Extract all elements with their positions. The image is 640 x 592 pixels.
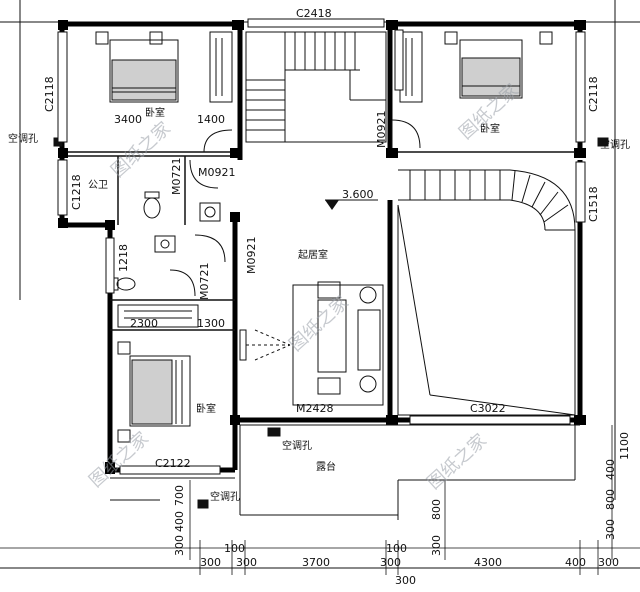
window-label-left-mid: C1218 — [70, 174, 83, 210]
dim-r300: 300 — [604, 519, 617, 540]
room-label-terrace: 露台 — [316, 460, 336, 473]
watermark-5: 图纸之家 — [423, 430, 491, 494]
wall-columns — [58, 20, 586, 474]
terrace-lines — [53, 137, 609, 520]
dim-b300a: 300 — [200, 556, 221, 569]
dim-l700: 700 — [173, 485, 186, 506]
ac-hole-label-bottom: 空调孔 — [210, 490, 240, 503]
dim-l300: 300 — [173, 535, 186, 556]
stair-curved — [397, 169, 576, 416]
window-marks — [57, 18, 586, 475]
dim-b400: 400 — [565, 556, 586, 569]
door-label-5: M0721 — [198, 263, 211, 301]
dim-l400: 400 — [173, 511, 186, 532]
stair-top — [245, 31, 387, 143]
dimension-lines — [0, 425, 640, 575]
door-label-4: M0721 — [170, 158, 183, 196]
dim-b3700: 3700 — [302, 556, 330, 569]
plan-labels: C2418 C2118 C2118 C1218 1218 C1518 C2122… — [8, 7, 631, 587]
watermark-4: 图纸之家 — [85, 428, 153, 492]
room-label-bedroom-3: 卧室 — [196, 402, 216, 415]
bath-fixtures — [111, 191, 221, 291]
watermark-1: 图纸之家 — [107, 118, 175, 182]
ac-hole-label-left: 空调孔 — [8, 132, 38, 145]
dim-r400: 400 — [604, 459, 617, 480]
dim-b300c: 300 — [380, 556, 401, 569]
bed-top-left — [95, 31, 179, 103]
window-label-right-mid: C1518 — [587, 186, 600, 222]
dim-b4300: 4300 — [474, 556, 502, 569]
ac-hole-label-terrace: 空调孔 — [282, 439, 312, 452]
dim-3400: 3400 — [114, 113, 142, 126]
dim-r800: 800 — [604, 489, 617, 510]
dim-m800: 800 — [430, 499, 443, 520]
window-label-left-top: C2118 — [43, 76, 56, 112]
door-label-6: M2428 — [296, 402, 334, 415]
room-label-public-bath: 公卫 — [88, 180, 108, 191]
dim-1300: 1300 — [197, 317, 225, 330]
room-label-living: 起居室 — [298, 248, 328, 261]
interior-walls — [68, 151, 575, 331]
dim-b100a: 100 — [224, 542, 245, 555]
dim-2300: 2300 — [130, 317, 158, 330]
dim-b300e: 300 — [395, 574, 416, 587]
dim-1400: 1400 — [197, 113, 225, 126]
ac-hole-label-right: 空调孔 — [600, 138, 630, 151]
dim-b300b: 300 — [236, 556, 257, 569]
dim-r1100: 1100 — [618, 432, 631, 460]
door-label-1: M0921 — [198, 166, 236, 179]
door-label-3: M0921 — [245, 237, 258, 275]
dim-b300d: 300 — [598, 556, 619, 569]
dim-m300: 300 — [430, 535, 443, 556]
window-label-bottom-left: C2122 — [155, 457, 191, 470]
door-swings — [169, 119, 421, 297]
bed-bottom-left — [117, 341, 191, 443]
door-label-2: M0921 — [375, 111, 388, 149]
window-label-bottom-right: C3022 — [470, 402, 506, 415]
dim-b100b: 100 — [386, 542, 407, 555]
sofa-set — [239, 281, 384, 406]
level-mark: 3.600 — [342, 188, 374, 201]
watermark-3: 图纸之家 — [285, 292, 353, 356]
window-label-right-top: C2118 — [587, 76, 600, 112]
window-label-top: C2418 — [296, 7, 332, 20]
room-label-bedroom-1: 卧室 — [145, 106, 165, 119]
room-label-bedroom-2: 卧室 — [480, 122, 500, 135]
bed-top-right — [444, 31, 553, 99]
window-label-small: 1218 — [117, 244, 130, 272]
